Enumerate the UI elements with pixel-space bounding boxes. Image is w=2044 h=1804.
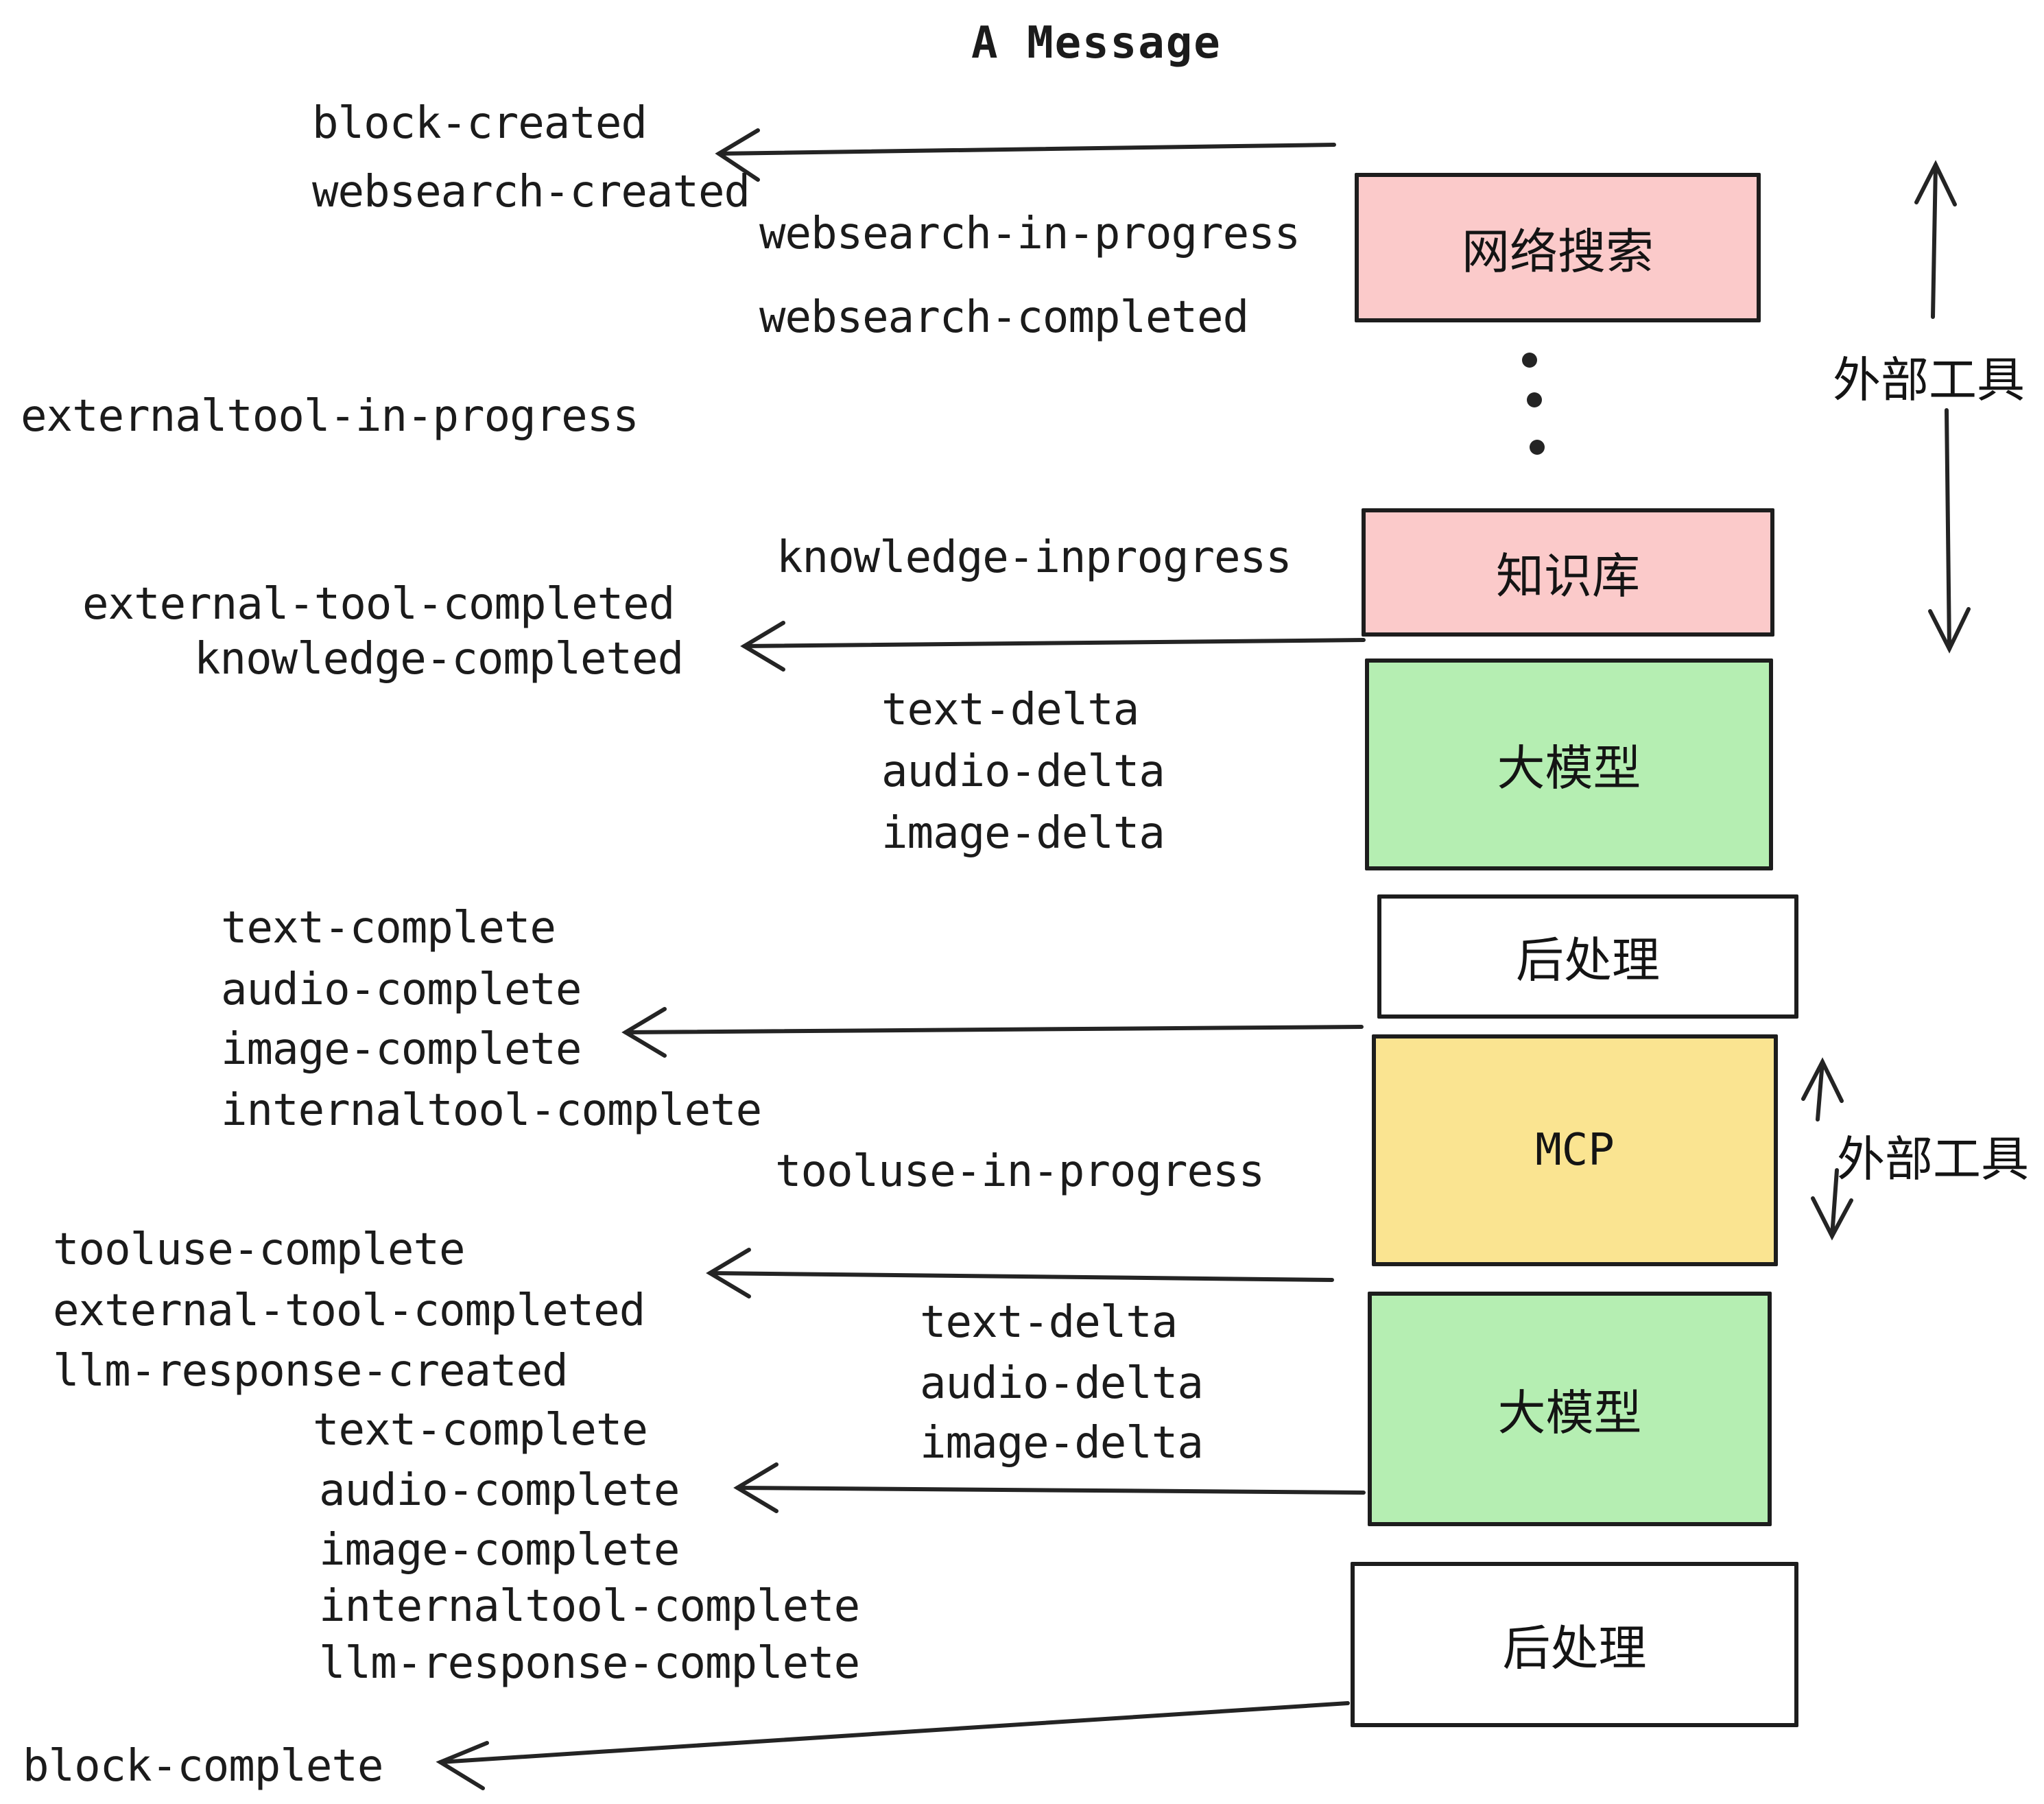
ellipsis-dots [1522,353,1545,455]
box-llm-top: 大模型 [1365,658,1773,870]
external-tools-top-up-arrow [1914,160,1957,319]
event-tooluse-complete: tooluse-complete [53,1224,465,1275]
event-text-complete-2: text-complete [313,1405,648,1456]
event-audio-delta-2: audio-delta [920,1358,1204,1409]
box-postprocess-top-label: 后处理 [1516,932,1660,988]
event-text-delta-2: text-delta [920,1297,1178,1348]
side-label-external-tools-top: 外部工具 [1833,352,2025,408]
event-block-complete: block-complete [23,1741,383,1792]
event-external-tool-completed-2: external-tool-completed [53,1285,645,1336]
arrow-to-image-complete [621,1007,1364,1058]
box-knowledge-label: 知识库 [1496,548,1640,604]
box-knowledge: 知识库 [1362,508,1774,637]
event-audio-complete-1: audio-complete [221,964,582,1015]
event-image-complete-1: image-complete [221,1024,582,1075]
box-llm-top-label: 大模型 [1497,740,1641,796]
external-tools-bottom-up-arrow [1801,1057,1844,1121]
event-knowledge-completed: knowledge-completed [194,634,684,685]
event-externaltool-in-progress: externaltool-in-progress [21,391,639,442]
event-websearch-created: websearch-created [312,167,750,217]
event-websearch-in-progress: websearch-in-progress [759,209,1300,259]
box-llm-bottom-label: 大模型 [1497,1384,1642,1441]
event-text-complete-1: text-complete [221,903,556,953]
event-text-delta-1: text-delta [881,685,1139,735]
box-postprocess-top: 后处理 [1377,894,1798,1019]
side-label-external-tools-bottom: 外部工具 [1837,1131,2029,1187]
event-image-delta-1: image-delta [881,808,1165,859]
event-audio-delta-1: audio-delta [881,746,1165,797]
arrow-to-tooluse-complete [706,1248,1334,1298]
diagram-title: A Message [971,18,1222,69]
event-internaltool-complete-1: internaltool-complete [221,1085,762,1136]
box-mcp: MCP [1372,1034,1778,1266]
box-websearch-label: 网络搜索 [1462,223,1654,280]
event-tooluse-in-progress: tooluse-in-progress [775,1146,1265,1197]
event-websearch-completed: websearch-completed [759,292,1249,343]
box-postprocess-bottom-label: 后处理 [1502,1620,1647,1676]
box-postprocess-bottom: 后处理 [1351,1562,1798,1727]
arrow-to-audio-complete [733,1462,1366,1513]
box-websearch: 网络搜索 [1355,173,1761,322]
event-block-created: block-created [312,98,647,149]
event-llm-response-created: llm-response-created [53,1346,569,1397]
event-audio-complete-2: audio-complete [319,1465,680,1516]
box-llm-bottom: 大模型 [1368,1292,1772,1526]
box-mcp-label: MCP [1535,1125,1615,1176]
event-knowledge-inprogress: knowledge-inprogress [776,532,1292,583]
event-external-tool-completed-1: external-tool-completed [82,579,675,630]
arrow-to-knowledge-completed [740,621,1366,672]
event-internaltool-complete-2: internaltool-complete [319,1581,860,1632]
arrow-to-block-complete [436,1701,1350,1790]
event-image-delta-2: image-delta [920,1418,1204,1469]
arrow-to-block-created [715,128,1336,182]
event-llm-response-complete: llm-response-complete [319,1638,860,1689]
event-image-complete-2: image-complete [319,1525,680,1576]
external-tools-top-down-arrow [1928,408,1971,654]
